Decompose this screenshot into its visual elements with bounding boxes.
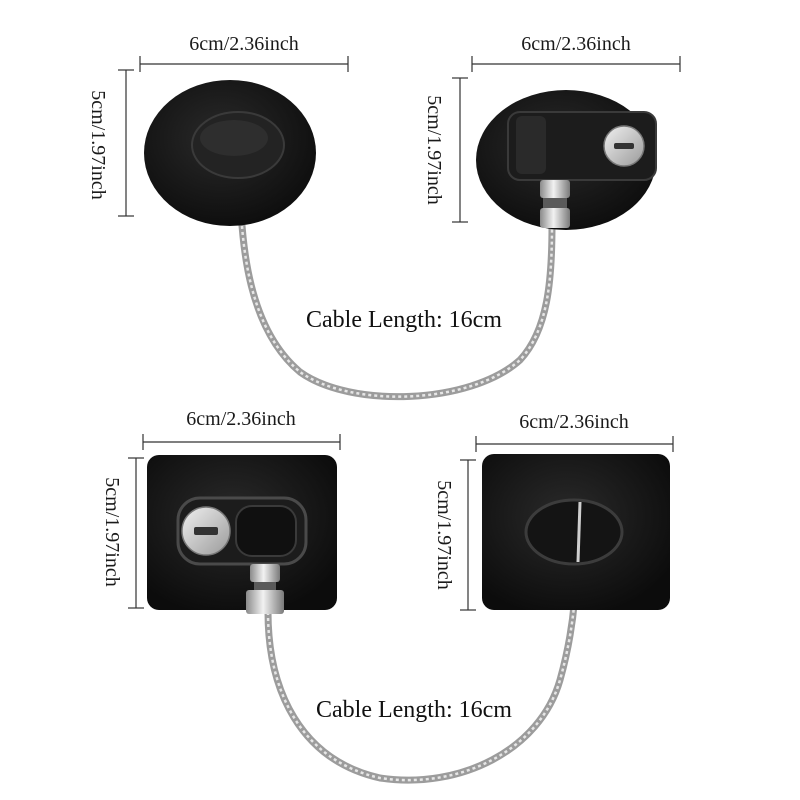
top-left-height-dimension <box>118 69 134 217</box>
top-left-width-dimension <box>139 56 349 72</box>
top-right-height-label: 5cm/1.97inch <box>423 95 445 204</box>
bottom-lock-set: 6cm/2.36inch 5cm/1.97inch 6cm/2.36inch 5… <box>101 408 674 784</box>
bottom-key-cylinder-icon <box>181 506 231 556</box>
bottom-left-height-label: 5cm/1.97inch <box>101 477 123 586</box>
bottom-right-width-dimension <box>475 436 674 452</box>
top-cable-connector <box>540 180 570 228</box>
top-right-width-label: 6cm/2.36inch <box>521 33 630 55</box>
top-left-height-label: 5cm/1.97inch <box>87 90 109 199</box>
bottom-left-width-label: 6cm/2.36inch <box>186 408 295 430</box>
top-cable-length-label: Cable Length: 16cm <box>306 307 502 333</box>
top-right-round-pad <box>476 90 657 230</box>
bottom-cable-connector <box>246 564 284 614</box>
bottom-steel-cable <box>264 561 580 784</box>
top-lock-set: 6cm/2.36inch 5cm/1.97inch 6cm/2.36inch 5… <box>87 33 681 401</box>
top-right-width-dimension <box>471 56 681 72</box>
bottom-right-height-dimension <box>460 459 476 611</box>
bottom-cable-length-label: Cable Length: 16cm <box>316 697 512 723</box>
bottom-right-width-label: 6cm/2.36inch <box>519 411 628 433</box>
top-key-cylinder-icon <box>603 125 645 167</box>
top-left-round-pad <box>144 80 316 226</box>
bottom-left-height-dimension <box>128 457 144 609</box>
bottom-right-square-pad <box>482 454 670 610</box>
top-left-width-label: 6cm/2.36inch <box>189 33 298 55</box>
bottom-left-square-pad <box>147 455 337 614</box>
bottom-left-width-dimension <box>142 434 341 450</box>
bottom-right-height-label: 5cm/1.97inch <box>433 480 455 589</box>
top-right-height-dimension <box>452 77 468 223</box>
